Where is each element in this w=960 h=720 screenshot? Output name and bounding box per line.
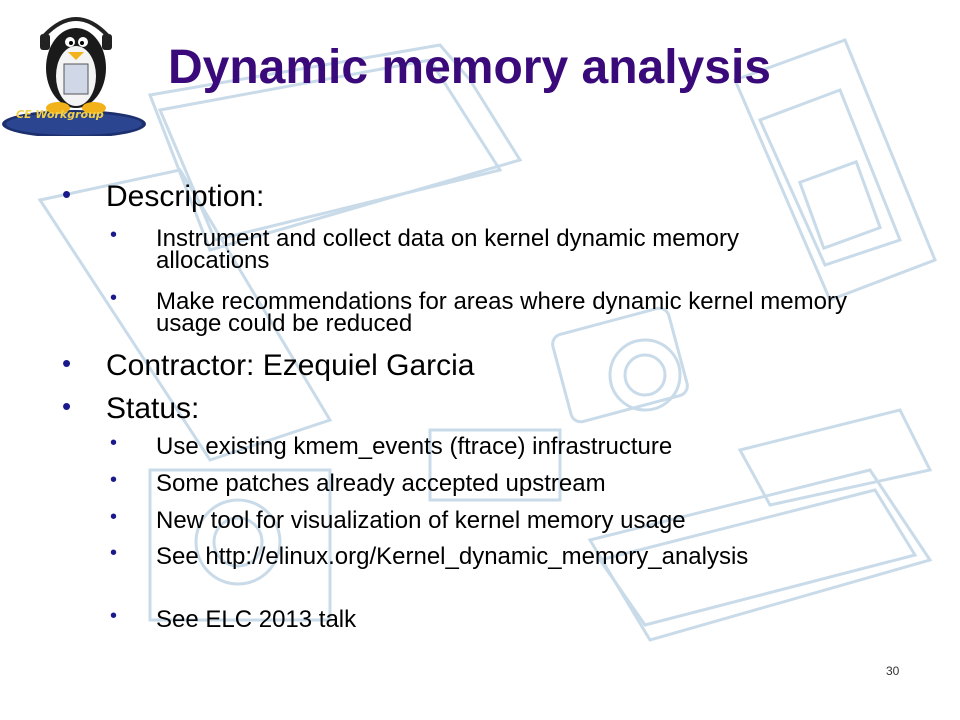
sub-bullet-text: Make recommendations for areas where dyn… xyxy=(156,288,847,337)
sub-bullet: • Use existing kmem_events (ftrace) infr… xyxy=(110,432,876,460)
bullet-dot: • xyxy=(110,224,118,246)
bullet-contractor: • Contractor: Ezequiel Garcia xyxy=(62,348,475,382)
bullet-dot: • xyxy=(110,287,118,309)
bullet-dot: • xyxy=(110,469,118,491)
sub-bullet-text: See ELC 2013 talk xyxy=(156,606,357,633)
ce-workgroup-penguin-logo xyxy=(2,17,146,136)
sub-bullet-text: Some patches already accepted upstream xyxy=(156,470,606,497)
sub-bullet-text: Instrument and collect data on kernel dy… xyxy=(156,225,739,274)
bullet-dot: • xyxy=(62,348,72,378)
sub-bullet: • Some patches already accepted upstream xyxy=(110,469,876,497)
sub-bullet-text: See http://elinux.org/Kernel_dynamic_mem… xyxy=(156,543,749,570)
sub-bullet: • See ELC 2013 talk xyxy=(110,605,876,633)
bullet-dot: • xyxy=(110,432,118,454)
bullet-dot: • xyxy=(110,506,118,528)
logo-text: CE Workgroup xyxy=(16,108,104,121)
bullet-status: • Status: xyxy=(62,391,200,425)
bullet-dot: • xyxy=(62,179,72,209)
slide-title: Dynamic memory analysis xyxy=(168,41,771,94)
bullet-dot: • xyxy=(110,605,118,627)
sub-bullet: • New tool for visualization of kernel m… xyxy=(110,506,896,534)
bullet-dot: • xyxy=(62,391,72,421)
page-number: 30 xyxy=(886,664,900,678)
bullet-dot: • xyxy=(110,542,118,564)
sub-bullet: • See http://elinux.org/Kernel_dynamic_m… xyxy=(110,542,896,570)
sub-bullet: • Instrument and collect data on kernel … xyxy=(110,224,856,274)
sub-bullet-text: New tool for visualization of kernel mem… xyxy=(156,507,686,534)
bullet-text: Description: xyxy=(106,180,265,213)
bullet-text: Status: xyxy=(106,392,200,425)
sub-bullet-text: Use existing kmem_events (ftrace) infras… xyxy=(156,433,673,460)
bullet-text: Contractor: Ezequiel Garcia xyxy=(106,349,475,382)
bullet-description: • Description: xyxy=(62,179,265,213)
sub-bullet: • Make recommendations for areas where d… xyxy=(110,287,876,337)
